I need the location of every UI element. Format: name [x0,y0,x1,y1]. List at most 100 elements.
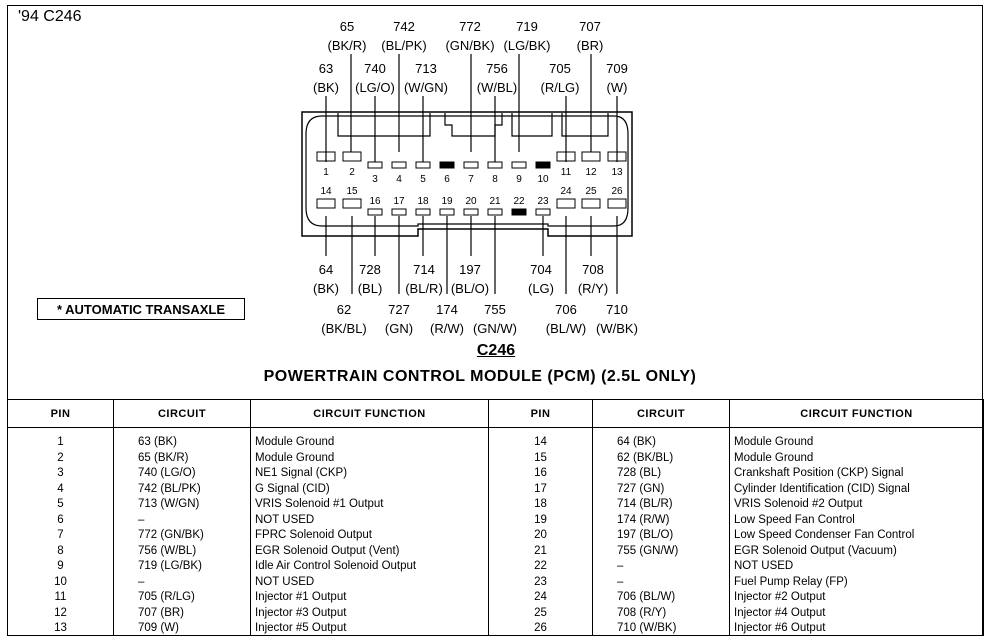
circuit-cell: 706 (BL/W) [592,589,730,605]
pin-number-label: 9 [516,174,522,185]
wire-color: (BK/R) [328,38,367,53]
pin-number-label: 3 [372,174,378,185]
circuit-cell: 709 (W) [113,620,251,636]
circuit-cell: 772 (GN/BK) [113,527,251,543]
pin-cell: 13 [7,620,114,636]
pin-number-label: 14 [320,186,332,197]
connector-year-label: '94 C246 [18,8,82,25]
function-cell: Injector #3 Output [250,604,489,621]
wire-color: (W) [607,80,628,95]
wire-color: (GN/BK) [445,38,494,53]
pin-cell: 22 [488,558,593,574]
pin-number-label: 18 [417,196,429,207]
wire-color: (GN) [385,321,413,336]
function-cell: Cylinder Identification (CID) Signal [729,480,984,497]
pin-cell: 16 [488,465,593,481]
function-cell: VRIS Solenoid #2 Output [729,496,984,512]
pin-cavity [439,161,455,169]
pin-number-label: 1 [323,167,329,178]
pin-cavity [463,161,479,169]
pin-cavity [391,161,407,169]
function-cell: NE1 Signal (CKP) [250,465,489,481]
circuit-cell: – [113,573,251,590]
function-cell: Injector #1 Output [250,589,489,605]
pin-cavity [342,198,362,209]
circuit-cell: 62 (BK/BL) [592,449,730,466]
pin-number-label: 12 [585,167,597,178]
wire-number: 709 [606,61,628,76]
locking-tab-right [561,113,609,137]
function-cell: NOT USED [729,558,984,574]
function-cell: Idle Air Control Solenoid Output [250,558,489,574]
wire-number: 704 [530,262,552,277]
pin-cavity [535,208,551,216]
pin-number-label: 24 [560,186,572,197]
pin-number-label: 19 [441,196,453,207]
circuit-cell: – [113,511,251,528]
function-cell: VRIS Solenoid #1 Output [250,496,489,512]
circuit-cell: 708 (R/Y) [592,604,730,621]
function-cell: EGR Solenoid Output (Vacuum) [729,542,984,559]
pin-cavity [511,208,527,216]
pin-number-label: 25 [585,186,597,197]
wire-color: (W/BL) [477,80,517,95]
function-cell: NOT USED [250,573,489,590]
pin-cavity [316,198,336,209]
wire-number: 64 [319,262,333,277]
pin-number-label: 10 [537,174,549,185]
pin-number-label: 5 [420,174,426,185]
pin-cell: 9 [7,558,114,574]
connector-inner-body [305,115,629,227]
pin-number-label: 20 [465,196,477,207]
wire-color: (R/W) [430,321,464,336]
wire-color: (R/Y) [578,281,608,296]
circuit-cell: 197 (BL/O) [592,527,730,543]
pin-cell: 21 [488,542,593,559]
circuit-cell: 755 (GN/W) [592,542,730,559]
wire-color: (LG/BK) [504,38,551,53]
pin-cavity [487,208,503,216]
circuit-cell: 727 (GN) [592,480,730,497]
pin-cell: 25 [488,604,593,621]
circuit-cell: 728 (BL) [592,465,730,481]
function-cell: G Signal (CID) [250,480,489,497]
circuit-cell: 740 (LG/O) [113,465,251,481]
pin-cell: 12 [7,604,114,621]
pin-cavity [342,151,362,162]
pin-number-label: 17 [393,196,405,207]
wire-number: 714 [413,262,435,277]
function-cell: Injector #4 Output [729,604,984,621]
function-cell: Injector #2 Output [729,589,984,605]
wire-number: 706 [555,302,577,317]
pin-number-label: 8 [492,174,498,185]
pin-cell: 26 [488,620,593,636]
pin-number-label: 2 [349,167,355,178]
wire-color: (BK/BL) [321,321,367,336]
wire-number: 65 [340,19,354,34]
connector-housing [301,111,633,237]
header-pin-2: PIN [488,399,593,428]
pin-cavity [439,208,455,216]
pin-cell: 18 [488,496,593,512]
wire-color: (R/LG) [541,80,580,95]
circuit-cell: – [592,558,730,574]
pin-cell: 15 [488,449,593,466]
wire-number: 708 [582,262,604,277]
wire-color: (LG/O) [355,80,395,95]
pin-cavity [511,161,527,169]
wire-number: 728 [359,262,381,277]
pin-cavity [415,208,431,216]
pin-cavity [463,208,479,216]
wire-number: 742 [393,19,415,34]
pin-cavity [607,198,627,209]
wire-number: 705 [549,61,571,76]
wire-color: (BL/W) [546,321,586,336]
